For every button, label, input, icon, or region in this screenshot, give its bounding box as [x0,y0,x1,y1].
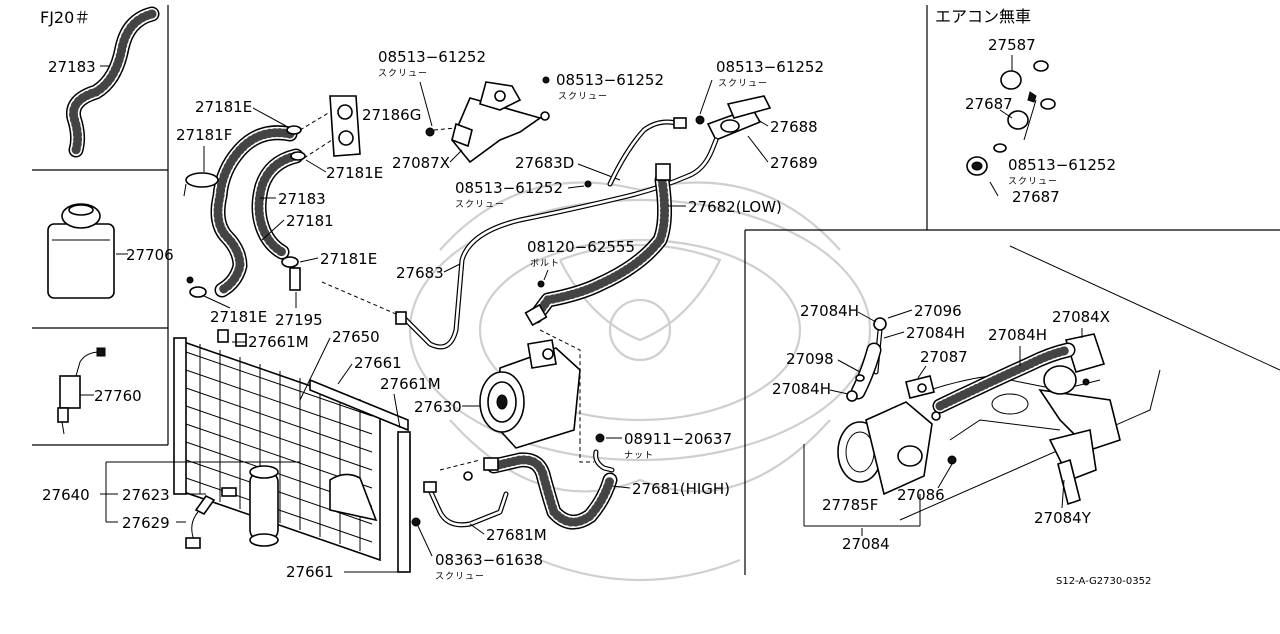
frame-lines [32,5,1280,575]
hose-clamp-label-4: 27181E [210,308,267,326]
screw-mid-label: 08513−61252 [455,179,563,197]
receiver-drier-label: 27623 [122,486,170,504]
grommet-right-drawing [584,95,772,188]
inset-hose-label-1: 27084H [800,302,859,320]
compressor-label: 27630 [414,398,462,416]
cond-seal-bottom-label: 27661 [286,563,334,581]
no-ac-cap-mid-label: 27687 [965,95,1013,113]
compressor-drawing [479,329,581,449]
screw-bottom-label: 08363−61638 [435,551,543,569]
clamp-band-label: 27181F [176,126,232,144]
grommet-right-label: 27688 [770,118,818,136]
no-ac-title: エアコン無車 [935,7,1031,26]
low-hose-labels: 27682(LOW) 08120−62555 ボルト [527,198,782,281]
bracket-labels: 08513−61252 スクリュー 08513−61252 スクリュー 2708… [378,48,664,172]
reserve-tank-drawing [47,203,115,299]
grommet-right-labels: 08513−61252 スクリュー 27688 27689 27683D 085… [455,58,824,210]
nut-kana: ナット [624,450,654,461]
inset-labels: 27084H 27096 27084H 27084H 27084X 27098 … [772,302,1110,553]
inset-valve-label: 27096 [914,302,962,320]
screw-top-left-kana: スクリュー [378,68,428,79]
pressure-switch-label: 27629 [122,514,170,532]
radiator-hoses-drawing [183,95,361,298]
reserve-tank-panel: 27706 [47,203,174,299]
sensor-panel: 27760 [57,347,142,435]
sensor-label: 27760 [94,387,142,405]
cond-cap-label-2: 27661M [380,375,441,393]
inset-fitting-label: 27087 [920,348,968,366]
screw-top-left-label: 08513−61252 [378,48,486,66]
no-ac-cap-top-label: 27587 [988,36,1036,54]
inset-canister-label: 27086 [897,486,945,504]
radiator-hose-labels: 27181E 27186G 27181F 27181E 27183 27181 … [176,98,421,329]
fj20-hose-label: 27183 [48,58,96,76]
no-ac-screw-label: 08513−61252 [1008,156,1116,174]
screw-bottom-kana: スクリュー [435,571,485,582]
bolt-kana: ボルト [530,258,560,269]
liquid-pipe-label: 27683 [396,264,444,282]
screw-top-right-label: 08513−61252 [716,58,824,76]
screw-top-mid-kana: スクリュー [558,91,608,102]
condenser-drawing [173,329,411,573]
inset-actuator-label: 27084X [1052,308,1110,326]
no-ac-caps-drawing [966,60,1056,176]
low-hose-drawing [524,163,673,327]
low-hose-label: 27682(LOW) [688,198,782,216]
diagram-code: S12-A-G2730-0352 [1056,576,1151,587]
inset-cap-label: 27785F [822,496,878,514]
high-hose-drawing [423,440,618,530]
bracket-drawing [425,81,550,164]
grommet-right-label-2: 27689 [770,154,818,172]
fj20-title: FJ20＃ [40,8,90,27]
fj20-hose-drawing [66,6,160,158]
pipe-clip-label: 27683D [515,154,574,172]
screw-mid-kana: スクリュー [455,199,505,210]
inset-bracket-label: 27084Y [1034,509,1092,527]
receiver-drier-drawing [185,465,279,549]
inset-hose-label-4: 27084H [772,380,831,398]
bracket-label: 27087X [392,154,450,172]
liquid-pipe-drawing [321,117,719,350]
hose-lower-label: 27181 [286,212,334,230]
condenser-label: 27650 [332,328,380,346]
cond-cap-label: 27661M [248,333,309,351]
compressor-labels: 27630 08911−20637 ナット [414,398,732,461]
condenser-assy-label: 27640 [42,486,90,504]
fj20-panel: FJ20＃ 27183 [40,6,160,158]
no-ac-screw-kana: スクリュー [1008,176,1058,187]
inset-hose-label-3: 27084H [988,326,1047,344]
screw-top-right-kana: スクリュー [718,78,768,89]
high-hose-labels: 27681(HIGH) 27681M 08363−61638 スクリュー [411,480,730,582]
watermark-emblem [408,181,872,582]
high-pipe-label: 27681M [486,526,547,544]
inset-assy-label: 27084 [842,535,890,553]
grommet-top-label: 27186G [362,106,421,124]
nut-label: 08911−20637 [624,430,732,448]
inset-tube-label: 27098 [786,350,834,368]
sensor-drawing [57,347,106,435]
connector-label: 27195 [275,311,323,329]
inset-drawing [837,245,1280,521]
cond-seal-label: 27661 [354,354,402,372]
hose-clamp-label-2: 27181E [326,164,383,182]
liquid-pipe-labels: 27683 [396,263,461,282]
screw-top-mid-label: 08513−61252 [556,71,664,89]
hose-clamp-label-3: 27181E [320,250,377,268]
bolt-label: 08120−62555 [527,238,635,256]
inset-hose-label-2: 27084H [906,324,965,342]
reserve-tank-label: 27706 [126,246,174,264]
condenser-labels: 27661M 27650 27661 27661M 27640 27623 27… [42,328,441,581]
hose-clamp-label-1: 27181E [195,98,252,116]
no-ac-cap-bottom-label: 27687 [1012,188,1060,206]
no-ac-panel: エアコン無車 27587 27687 08513−61252 スクリュー 276… [935,7,1116,206]
high-hose-label: 27681(HIGH) [632,480,730,498]
hose-upper-label: 27183 [278,190,326,208]
